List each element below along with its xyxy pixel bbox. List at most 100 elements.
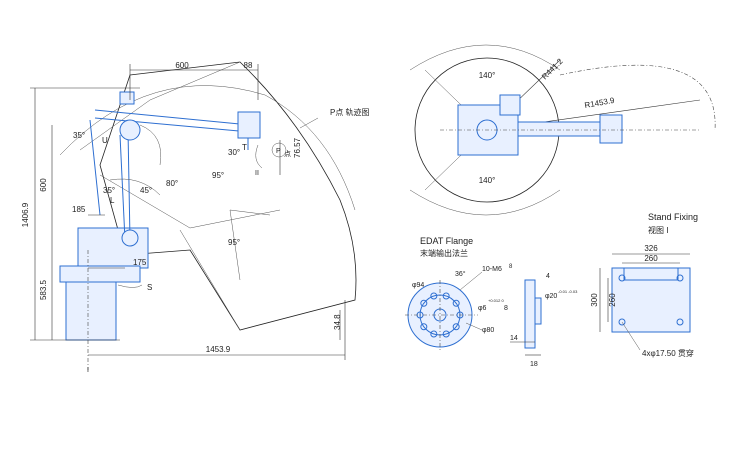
dim-7657: 76.57 [293,137,302,158]
side-view: 600 88 1406.9 600 583.5 185 175 76.57 34… [21,61,370,374]
stand-title-en: Stand Fixing [648,212,698,222]
top-angle-140-upper: 140° [479,71,496,80]
p-marker-label: P [276,148,281,155]
flange-holes-label: 10-M6 [482,266,502,273]
flange-bolt-hole [430,330,438,338]
flange-side-spigot [534,297,542,325]
angle-35-upper: 35° [73,131,85,140]
stand-holes-label: 4xφ17.50 贯穿 [642,348,694,358]
flange-bolt-hole [452,323,460,331]
p-point-marker [271,142,287,158]
stand-dim-260-top: 260 [644,254,658,263]
flange-holes-depth: 8 [509,264,513,270]
flange-title-cn: 末端输出法兰 [420,248,468,258]
stand-hole-tr [676,274,684,282]
axis-label-t: T [242,143,247,152]
stand-dim-300: 300 [590,293,599,307]
top-angle-140-lower: 140° [479,176,496,185]
angle-35-lower: 35° [103,186,115,195]
flange-bolt-hole [442,330,450,338]
dim-1453: 1453.9 [206,345,231,354]
robot-base-plate [59,265,141,283]
flange-dia-6-depth: 8 [504,305,508,312]
stand-view: Stand Fixing 视图 I 326 260 300 260 4xφ17.… [590,212,698,358]
flange-dim-14: 14 [510,335,518,342]
angle-95-lower: 95° [228,238,240,247]
axis-label-s: S [147,283,152,292]
flange-view: EDAT Flange 末端输出法兰 36° 10-M6 8 φ94 φ6 +0… [405,236,578,368]
dim-175: 175 [133,258,147,267]
stand-holes-leader [621,321,641,351]
outer-reach-arc-bottom [409,189,561,216]
axis-label-u: U [102,136,108,145]
flange-bolt-hole [442,292,450,300]
stand-hole-tl [618,274,626,282]
dim-583: 583.5 [39,279,48,300]
flange-bolt-hole [420,299,428,307]
robot-top-bracket [119,91,135,105]
stand-title-cn: 视图 I [648,225,668,235]
robot-upper-arm-2 [94,117,251,133]
view-i-label: I [87,367,89,374]
flange-bolt-hole [420,323,428,331]
angle-30: 30° [228,148,240,157]
flange-angle-36: 36° [455,270,466,278]
p-point-label: 点 [284,150,291,158]
t-rotation-arrow [255,144,263,169]
trajectory-title: P点 轨迹图 [330,107,370,117]
top-robot-motor [499,94,521,116]
flange-bolt-hole [452,299,460,307]
robot-base [65,281,117,341]
angle-45-arc [109,178,161,196]
work-envelope [99,61,357,331]
flange-title-en: EDAT Flange [420,236,473,246]
radius-1453-label: R1453.9 [584,96,616,110]
stand-notch [623,267,679,281]
stand-hole-bl [618,318,626,326]
dim-348: 34.8 [333,314,342,330]
flange-dia-80-leader [465,322,483,331]
flange-side-section [524,279,536,349]
flange-dia-94: φ94 [412,282,424,289]
stand-hole-br [676,318,684,326]
angle-45: 45° [140,186,152,195]
outer-arc-dashed [559,64,716,131]
top-view: 140° 140° R441.2 R1453.9 [409,44,716,216]
s-rotation-arrow [117,284,143,288]
dim-185: 185 [72,205,86,214]
robot-upper-arm [94,109,251,126]
flange-holes-leader [459,271,483,291]
angle-80: 80° [166,179,178,188]
dim-1406: 1406.9 [21,202,30,227]
envelope-arc-upper [79,61,241,151]
angle-35-arc [139,124,162,166]
dim-88: 88 [244,61,253,70]
flange-dia-20: φ20 [545,293,557,300]
view-ii-label: II [255,170,259,177]
envelope-line-mid [99,174,281,229]
flange-dim-18: 18 [530,361,538,368]
dim-600-top: 600 [175,61,189,70]
robot-joint-l [121,229,139,247]
robot-link-vertical-2 [119,134,126,241]
outer-reach-arc-top [409,44,561,71]
flange-bolt-hole [430,292,438,300]
robot-back-link [89,119,101,216]
trajectory-leader [299,117,319,129]
angle-95-arc [229,209,271,281]
flange-dia-6-tol: +0.012 0 [488,298,504,303]
flange-dim-4: 4 [546,273,550,280]
envelope-line-lower [179,229,241,331]
stand-dim-326: 326 [644,244,658,253]
flange-dia-6: φ6 [478,305,487,312]
axis-label-l: L [110,196,115,205]
robot-wrist [237,111,261,139]
stand-dim-260-side: 260 [608,293,617,307]
flange-dia-20-tol: -0.01 -0.03 [558,289,578,294]
robot-link-vertical [127,129,131,241]
flange-dia-80: φ80 [482,327,494,334]
angle-95-upper: 95° [212,171,224,180]
top-robot-wrist [599,114,623,144]
robot-joint-u [119,119,141,141]
